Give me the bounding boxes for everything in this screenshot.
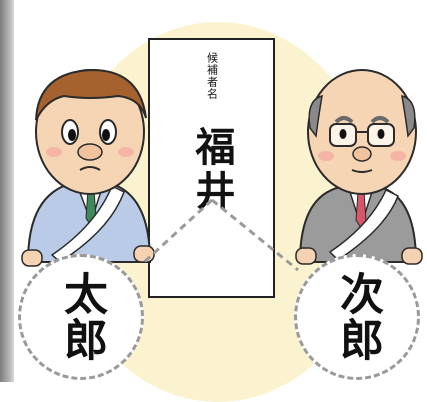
ballot-paper: 候補者名 福井 (148, 38, 275, 298)
candidate-left-name-circle: 太郎 (18, 254, 144, 380)
left-edge-strip (0, 0, 14, 382)
candidate-left-figure (21, 68, 155, 267)
candidate-right-figure (295, 69, 423, 265)
dashed-connector-left (140, 198, 214, 266)
illustration (21, 68, 423, 272)
dashed-connector-right (211, 198, 299, 272)
candidate-left-name: 太郎 (56, 271, 107, 363)
ballot-label: 候補者名 (205, 52, 219, 100)
candidate-right-name-circle: 次郎 (294, 254, 420, 380)
candidate-right-name: 次郎 (332, 271, 383, 363)
ballot-written-name: 福井 (188, 126, 235, 214)
